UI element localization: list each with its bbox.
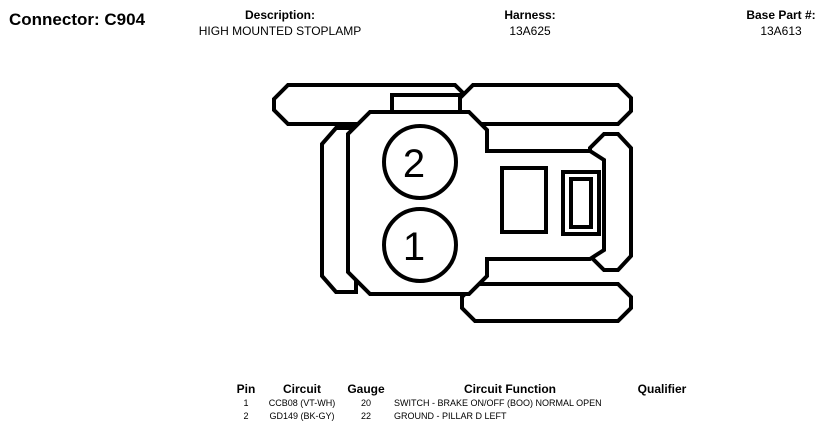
gauge-header: Gauge [347, 382, 385, 396]
pin-cavity-1 [382, 207, 458, 283]
function-cell: SWITCH - BRAKE ON/OFF (BOO) NORMAL OPEN [394, 398, 602, 408]
pin-label-1: 1 [403, 225, 425, 269]
keyway-slot-inner [569, 177, 593, 229]
pin-table-header-row: Pin Circuit Gauge Circuit Function Quali… [230, 382, 694, 397]
circuit-cell: CCB08 (VT-WH) [268, 398, 336, 408]
pin-header: Pin [236, 382, 256, 396]
description-label: Description: [244, 8, 315, 22]
pin-cell: 1 [243, 398, 249, 408]
bottom-right-latch-tab [460, 282, 633, 323]
harness-label: Harness: [504, 8, 556, 22]
connector-title: Connector: C904 [9, 10, 146, 29]
harness-block: Harness: 13A625 [470, 7, 590, 39]
function-cell: GROUND - PILLAR D LEFT [394, 411, 507, 421]
circuit-header: Circuit [282, 382, 321, 396]
gauge-cell: 20 [360, 398, 371, 408]
pin-cell: 2 [243, 411, 249, 421]
pin-table: Pin Circuit Gauge Circuit Function Quali… [230, 382, 694, 423]
description-value: HIGH MOUNTED STOPLAMP [198, 24, 362, 38]
keyway-slot-left [500, 166, 548, 234]
gauge-cell: 22 [360, 411, 371, 421]
pin-cavity-2 [382, 124, 458, 200]
qualifier-cell [630, 410, 694, 423]
table-row: 1 CCB08 (VT-WH) 20 SWITCH - BRAKE ON/OFF… [230, 397, 694, 410]
base-part-block: Base Part #: 13A613 [722, 7, 827, 39]
circuit-cell: GD149 (BK-GY) [269, 411, 335, 421]
top-right-latch-tab [458, 83, 633, 126]
qualifier-header: Qualifier [637, 382, 687, 396]
base-part-label: Base Part #: [746, 8, 816, 22]
table-row: 2 GD149 (BK-GY) 22 GROUND - PILLAR D LEF… [230, 410, 694, 423]
function-header: Circuit Function [464, 382, 556, 396]
pin-label-2: 2 [403, 142, 425, 186]
qualifier-cell [630, 397, 694, 410]
base-part-value: 13A613 [760, 24, 802, 38]
harness-value: 13A625 [509, 24, 551, 38]
description-block: Description: HIGH MOUNTED STOPLAMP [180, 7, 380, 39]
